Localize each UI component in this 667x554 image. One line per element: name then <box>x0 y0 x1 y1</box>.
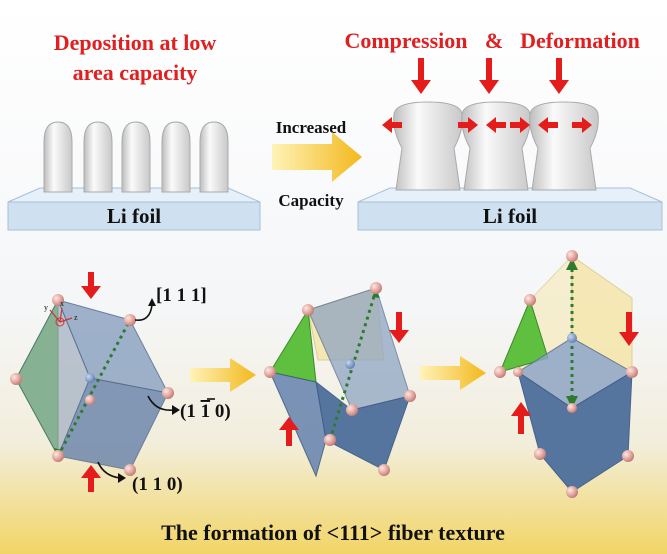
down-arrow-icon <box>411 58 431 94</box>
pointer-arrow-icon <box>97 461 121 479</box>
li-foil-left: Li foil <box>7 187 261 231</box>
yellow-arrow-icon <box>190 358 256 392</box>
up-arrow-icon <box>511 402 531 434</box>
atoms <box>264 282 416 476</box>
title-compression: Compression <box>344 28 467 53</box>
top-right-panel: Compression & Deformation Li foil <box>344 28 663 231</box>
increased-capacity-arrow: Increased Capacity <box>272 118 362 210</box>
atom <box>85 373 95 383</box>
diagonal-111 <box>56 319 132 457</box>
lithium-rod <box>83 121 113 193</box>
atom <box>264 366 276 378</box>
atom <box>162 387 174 399</box>
double-arrow-icon <box>382 117 402 133</box>
down-arrow-icon <box>549 58 569 94</box>
label-111: [1 1 1] <box>156 285 207 306</box>
title-deposition-line1: Deposition at low <box>54 30 217 55</box>
title-ampersand: & <box>485 28 503 53</box>
atom <box>513 367 523 377</box>
compressed-rod <box>393 101 463 191</box>
down-arrow-icon <box>389 312 409 343</box>
compressed-rod <box>461 101 531 191</box>
svg-text:(1 1 0): (1 1 0) <box>180 401 231 422</box>
compression-arrows <box>411 58 569 94</box>
atom <box>324 434 336 446</box>
lithium-rod <box>199 121 229 193</box>
atom <box>567 403 577 413</box>
lithium-rods <box>43 121 229 193</box>
double-arrow-icon <box>572 117 592 133</box>
atom <box>567 333 577 343</box>
arrow-label-increased: Increased <box>276 118 347 137</box>
atom <box>346 404 358 416</box>
atoms <box>494 250 638 498</box>
up-arrow-icon <box>279 417 299 446</box>
down-arrow-icon <box>619 312 639 346</box>
atom <box>524 294 536 306</box>
double-arrow-icon <box>510 117 530 133</box>
crystal-1: y x z [1 1 1] (1 1 0) (1 1 0) <box>10 272 231 495</box>
atom <box>494 366 506 378</box>
green-face <box>499 298 549 373</box>
double-arrow-icon <box>538 117 558 133</box>
atom <box>52 450 64 462</box>
atom <box>370 282 382 294</box>
compressed-lithium <box>393 101 599 191</box>
li-foil-right-label: Li foil <box>483 204 537 228</box>
arrow-label-capacity: Capacity <box>278 191 344 210</box>
lithium-rod <box>121 121 151 193</box>
atom <box>10 373 22 385</box>
atom <box>566 250 578 262</box>
atom <box>302 304 314 316</box>
axis-y-label: y <box>44 303 48 312</box>
li-foil-right: Li foil <box>357 187 663 231</box>
pointer-arrow-icon <box>134 304 153 322</box>
atom <box>124 314 136 326</box>
caption: The formation of <111> fiber texture <box>161 520 505 545</box>
label-110: (1 1 0) <box>132 474 183 495</box>
down-arrow-icon <box>479 58 499 94</box>
axis-x-label: x <box>60 299 64 308</box>
axis-z-label: z <box>74 313 78 322</box>
double-arrow-icon <box>458 117 478 133</box>
crystal-2 <box>264 282 416 478</box>
deformation-arrows <box>382 117 592 133</box>
top-left-panel: Deposition at low area capacity Li foil <box>7 30 261 231</box>
pointer-arrow-icon <box>147 395 175 412</box>
title-deformation: Deformation <box>520 28 640 53</box>
yellow-arrow-icon <box>420 356 486 390</box>
li-foil-left-label: Li foil <box>107 204 161 228</box>
atom <box>85 395 95 405</box>
atom <box>404 390 416 402</box>
compressed-rod <box>529 101 599 191</box>
lithium-rod <box>161 121 191 193</box>
crystal-3 <box>494 250 639 498</box>
up-arrow-icon <box>81 465 101 492</box>
atom <box>626 366 638 378</box>
label-1-10: (1 1 0) <box>180 398 231 422</box>
atom <box>566 486 578 498</box>
atom <box>124 464 136 476</box>
atom <box>622 450 634 462</box>
atom <box>345 359 355 369</box>
title-deposition-line2: area capacity <box>73 60 198 85</box>
atom <box>534 448 546 460</box>
down-arrow-icon <box>81 272 101 299</box>
lithium-rod <box>43 121 73 193</box>
double-arrow-icon <box>486 117 506 133</box>
axes-indicator: y x z <box>44 299 78 327</box>
yellow-arrow-icon <box>272 132 362 182</box>
atom <box>52 294 64 306</box>
atom <box>378 464 390 476</box>
atoms <box>10 294 174 476</box>
